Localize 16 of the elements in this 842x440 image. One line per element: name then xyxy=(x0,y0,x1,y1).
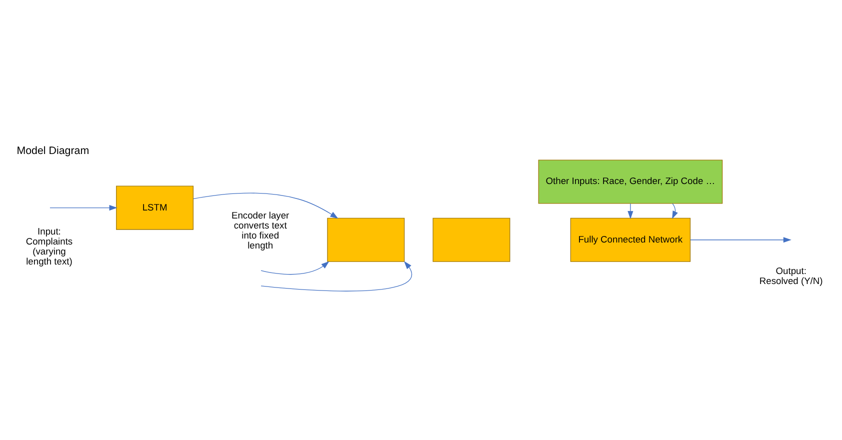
node-box: LSTM xyxy=(116,185,194,230)
arrow xyxy=(672,202,678,218)
arrow xyxy=(260,260,330,274)
label: Input: Complaints (varying length text) xyxy=(26,226,73,266)
node-box: Other Inputs: Race, Gender, Zip Code … xyxy=(538,159,723,204)
arrow xyxy=(192,192,338,218)
label: Encoder layer converts text into fixed length xyxy=(232,210,290,250)
node-box xyxy=(432,217,510,262)
arrow xyxy=(628,202,634,219)
node-box: Fully Connected Network xyxy=(570,217,691,262)
arrow xyxy=(50,204,118,210)
diagram-title: Model Diagram xyxy=(16,144,90,156)
label: Output: Resolved (Y/N) xyxy=(759,266,823,286)
arrow xyxy=(690,236,792,242)
node-box xyxy=(327,217,405,262)
arrow xyxy=(260,260,412,291)
